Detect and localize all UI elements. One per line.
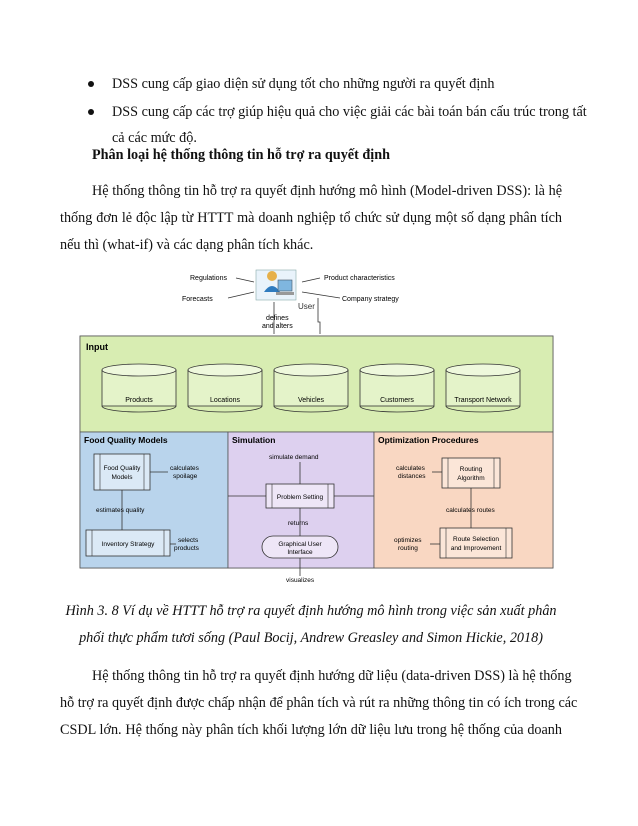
route-selection-box bbox=[439, 527, 513, 559]
label-estimates-quality: estimates quality bbox=[96, 507, 145, 514]
paragraph-line: Hệ thống thông tin hỗ trợ ra quyết định … bbox=[92, 183, 562, 199]
label-visualizes: visualizes bbox=[286, 577, 315, 584]
paragraph-line: Hệ thống thông tin hỗ trợ ra quyết định … bbox=[92, 668, 572, 684]
route-selection-label: and Improvement bbox=[451, 545, 502, 552]
database-products bbox=[101, 363, 177, 413]
label-simulate-demand: simulate demand bbox=[269, 454, 319, 461]
caption-line: Hình 3. 8 Ví dụ về HTTT hỗ trợ ra quyết … bbox=[65, 603, 557, 619]
database-vehicles bbox=[273, 363, 349, 413]
routing-label: Algorithm bbox=[457, 475, 484, 482]
db-label: Locations bbox=[210, 397, 240, 404]
database-transport-network bbox=[445, 363, 521, 413]
bullet-icon bbox=[88, 81, 94, 87]
paragraph-line: thống đơn lẻ độc lập từ HTTT mà doanh ng… bbox=[60, 210, 562, 226]
routing-label: Routing bbox=[460, 466, 483, 473]
bullet-text: DSS cung cấp giao diện sử dụng tốt cho n… bbox=[112, 76, 495, 92]
db-label: Customers bbox=[380, 397, 414, 404]
input-title: Input bbox=[86, 342, 108, 352]
arrow bbox=[301, 277, 321, 283]
label-user: User bbox=[298, 302, 315, 311]
inventory-strategy-box bbox=[85, 529, 171, 557]
user-icon bbox=[255, 269, 297, 301]
figure-caption: Hình 3. 8 Ví dụ về HTTT hỗ trợ ra quyết … bbox=[60, 598, 562, 652]
label-returns: returns bbox=[288, 520, 309, 527]
bullet-icon bbox=[88, 109, 94, 115]
bullet-line: DSS cung cấp các trợ giúp hiệu quả cho v… bbox=[112, 104, 587, 120]
label-and-alters: and alters bbox=[262, 323, 293, 330]
routing-algorithm-box bbox=[441, 457, 501, 489]
label-products: products bbox=[174, 545, 200, 552]
problem-setting-box bbox=[265, 483, 335, 509]
fq-models-label: Models bbox=[112, 474, 134, 481]
label-company-strategy: Company strategy bbox=[342, 296, 399, 303]
food-quality-models-box bbox=[93, 453, 151, 491]
bullet-text: DSS cung cấp các trợ giúp hiệu quả cho v… bbox=[112, 99, 587, 151]
database-customers bbox=[359, 363, 435, 413]
paragraph-line: nếu thì (what-if) và các dạng phân tích … bbox=[60, 237, 314, 253]
database-locations bbox=[187, 363, 263, 413]
gui-label: Graphical User bbox=[278, 541, 322, 548]
label-routing: routing bbox=[398, 545, 418, 552]
label-forecasts: Forecasts bbox=[182, 296, 213, 303]
fq-models-label: Food Quality bbox=[104, 465, 142, 472]
paragraph-model-driven: Hệ thống thông tin hỗ trợ ra quyết định … bbox=[60, 178, 562, 259]
paragraph-line: CSDL lớn. Hệ thống này phân tích khối lư… bbox=[60, 722, 562, 738]
bullet-item: DSS cung cấp các trợ giúp hiệu quả cho v… bbox=[88, 99, 587, 151]
gui-label: Interface bbox=[287, 549, 313, 556]
db-label: Products bbox=[125, 397, 153, 404]
simulation-title: Simulation bbox=[232, 435, 275, 445]
label-distances: distances bbox=[398, 473, 426, 480]
optimization-title: Optimization Procedures bbox=[378, 435, 479, 445]
db-label: Vehicles bbox=[298, 397, 325, 404]
paragraph-line: hỗ trợ ra quyết định được chấp nhận để p… bbox=[60, 695, 578, 711]
arrow bbox=[235, 277, 255, 283]
label-optimizes: optimizes bbox=[394, 537, 422, 544]
label-regulations: Regulations bbox=[190, 275, 227, 282]
label-calculates: calculates bbox=[396, 465, 426, 472]
db-label: Transport Network bbox=[454, 397, 512, 404]
label-selects: selects bbox=[178, 537, 199, 544]
caption-line: phối thực phẩm tươi sống (Paul Bocij, An… bbox=[79, 630, 543, 646]
arrow bbox=[227, 291, 255, 299]
paragraph-data-driven: Hệ thống thông tin hỗ trợ ra quyết định … bbox=[60, 663, 578, 744]
dss-figure: Regulations Forecasts Product characteri… bbox=[79, 269, 554, 584]
bullet-line: cả các mức độ. bbox=[112, 130, 197, 146]
problem-setting-label: Problem Setting bbox=[277, 494, 324, 501]
label-calculates-routes: calculates routes bbox=[446, 507, 496, 514]
bullet-item: DSS cung cấp giao diện sử dụng tốt cho n… bbox=[88, 71, 562, 97]
section-heading: Phân loại hệ thống thông tin hỗ trợ ra q… bbox=[92, 147, 390, 163]
label-spoilage: spoilage bbox=[173, 473, 198, 480]
label-defines: defines bbox=[266, 315, 289, 322]
arrow bbox=[317, 298, 321, 334]
inventory-strategy-label: Inventory Strategy bbox=[102, 541, 155, 548]
label-calculates: calculates bbox=[170, 465, 200, 472]
arrow bbox=[301, 291, 341, 299]
food-quality-title: Food Quality Models bbox=[84, 435, 168, 445]
label-product-characteristics: Product characteristics bbox=[324, 275, 395, 282]
route-selection-label: Route Selection bbox=[453, 536, 499, 543]
